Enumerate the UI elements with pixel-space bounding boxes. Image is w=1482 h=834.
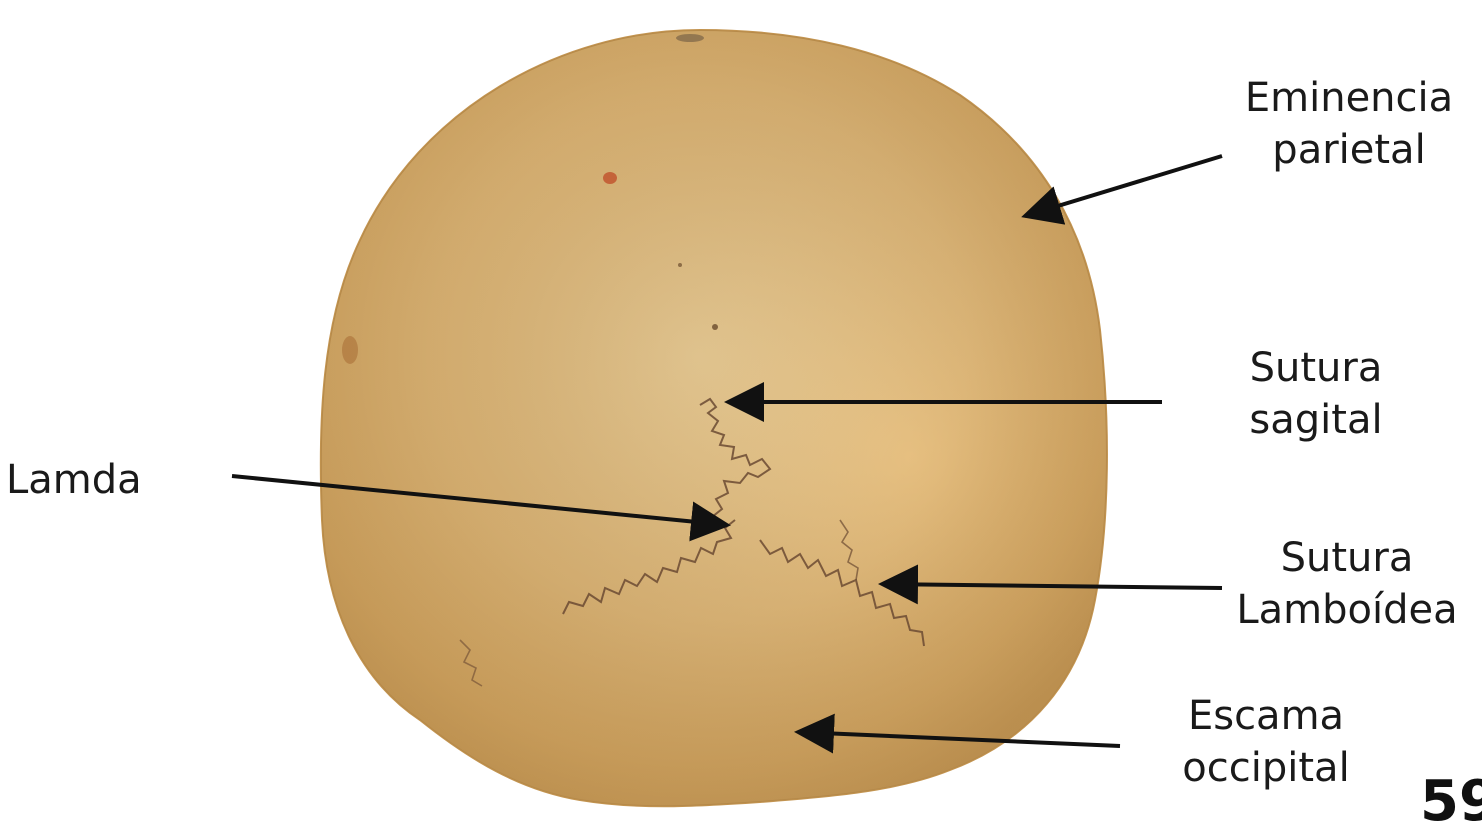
diagram-canvas: Eminencia parietal Sutura sagital Lamda … xyxy=(0,0,1482,812)
label-eminencia-parietal: Eminencia parietal xyxy=(1218,72,1480,176)
label-eminencia-line2: parietal xyxy=(1218,124,1480,176)
label-sagital-line1: Sutura xyxy=(1212,342,1420,394)
label-escama-line2: occipital xyxy=(1166,742,1366,794)
label-escama-line1: Escama xyxy=(1166,690,1366,742)
label-lamda-text: Lamda xyxy=(6,454,166,506)
label-sutura-sagital: Sutura sagital xyxy=(1212,342,1420,446)
label-escama-occipital: Escama occipital xyxy=(1166,690,1366,794)
arrow-eminencia-parietal xyxy=(1025,156,1222,216)
label-sutura-lamboidea: Sutura Lamboídea xyxy=(1216,532,1478,636)
page-number: 59 xyxy=(1420,770,1482,834)
label-lamboidea-line1: Sutura xyxy=(1216,532,1478,584)
label-eminencia-line1: Eminencia xyxy=(1218,72,1480,124)
label-lamda: Lamda xyxy=(6,454,166,506)
label-sagital-line2: sagital xyxy=(1212,394,1420,446)
label-lamboidea-line2: Lamboídea xyxy=(1216,584,1478,636)
